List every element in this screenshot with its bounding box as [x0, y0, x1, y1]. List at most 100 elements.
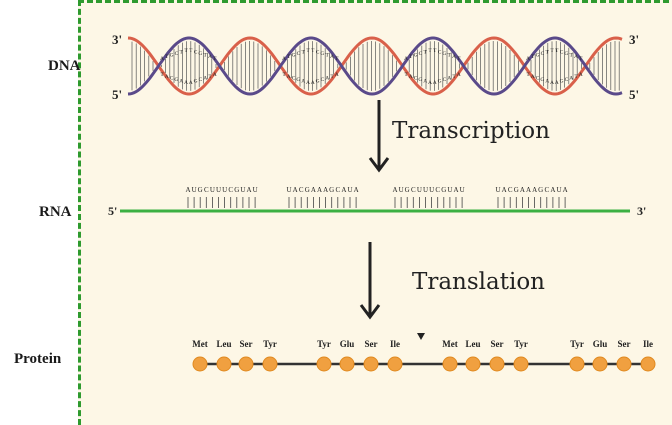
rna-base: U [210, 186, 215, 194]
dna-bottom-base: G [418, 77, 422, 83]
amino-acid-label: Glu [340, 339, 355, 349]
rna-base: A [246, 186, 251, 194]
dna-bottom-base: A [189, 80, 193, 86]
amino-acid-bead [592, 356, 608, 372]
rna-base: G [538, 186, 543, 194]
dna-top-base: G [536, 53, 540, 59]
dna-bottom-base: T [526, 72, 530, 78]
arrow-head [368, 157, 390, 173]
rna-base: U [417, 186, 422, 194]
rna-base: A [317, 186, 322, 194]
rna-base: A [502, 186, 507, 194]
rna-base: A [563, 186, 568, 194]
dna-bottom-base: A [335, 72, 339, 78]
rna-base: U [253, 186, 258, 194]
amino-acid-label: Ile [390, 339, 400, 349]
dna-bottom-base: A [555, 80, 559, 86]
dna-bottom-base: G [194, 79, 198, 85]
rna-base: C [508, 186, 513, 194]
amino-acid-label: Leu [465, 339, 480, 349]
amino-acid-bead [339, 356, 355, 372]
rna-base: A [392, 186, 397, 194]
rna-base: U [429, 186, 434, 194]
rna-base: G [198, 186, 203, 194]
dna-end-right-top: 3' [629, 32, 639, 47]
dna-bottom-base: T [282, 72, 286, 78]
dna-top-base: C [194, 49, 198, 55]
dna-bottom-base: A [579, 72, 583, 78]
dna-bottom-base: A [165, 74, 169, 80]
dna-top-base: A [282, 56, 286, 62]
dna-strand-purple [127, 36, 623, 96]
dna-bottom-base: C [565, 77, 569, 83]
rna-base: U [192, 186, 197, 194]
dna-top-base: T [306, 48, 310, 54]
dna-bottom-base: A [428, 80, 432, 86]
rna-base: A [526, 186, 531, 194]
rna-base: G [405, 186, 410, 194]
rna-base: U [222, 186, 227, 194]
protein-label: Protein [14, 351, 62, 367]
amino-acid-bead [616, 356, 632, 372]
transcription-label: Transcription [392, 118, 550, 144]
dna-top-base: T [555, 48, 559, 54]
dna-top-base: T [184, 48, 188, 54]
transcription-arrow [368, 100, 390, 173]
amino-acid-bead [216, 356, 232, 372]
rna-base: U [216, 186, 221, 194]
amino-acid-bead [489, 356, 505, 372]
dna-top-base: T [428, 48, 432, 54]
dna-bottom-base: A [423, 79, 427, 85]
dna-top-base: T [531, 54, 535, 60]
amino-acid-label: Tyr [514, 339, 528, 349]
amino-acid-label: Ser [365, 339, 378, 349]
dna-bottom-base: T [404, 72, 408, 78]
rna-base: G [514, 186, 519, 194]
dna-top-base: T [550, 48, 554, 54]
dna-top-base: C [541, 51, 545, 57]
dna-top-base: T [433, 48, 437, 54]
dna-end-right-bottom: 5' [629, 87, 639, 102]
rna-base: C [228, 186, 233, 194]
amino-acid-bead [363, 356, 379, 372]
arrow-head [359, 304, 381, 320]
amino-acid-bead [640, 356, 656, 372]
translation-arrow [359, 242, 381, 320]
rna-base: U [556, 186, 561, 194]
dna-bottom-base: A [457, 72, 461, 78]
amino-acid-bead [513, 356, 529, 372]
dna-top-base: T [180, 49, 184, 55]
translation-label: Translation [412, 269, 545, 295]
dna-top-base: C [175, 51, 179, 57]
dna-top-base: T [311, 48, 315, 54]
dna-bottom-base: A [409, 74, 413, 80]
rna-base: G [329, 186, 334, 194]
amino-acid-bead [238, 356, 254, 372]
dna-top-base: G [414, 53, 418, 59]
dna-top-base: A [330, 54, 334, 60]
dna-bottom-base: G [438, 79, 442, 85]
dna-bottom-base: A [306, 80, 310, 86]
amino-acid-bead [192, 356, 208, 372]
amino-acid-label: Ser [491, 339, 504, 349]
dna-bottom-base: A [325, 75, 329, 81]
dna-bottom-base: G [316, 79, 320, 85]
dna-bottom-base: A [447, 75, 451, 81]
dna-top-base: A [160, 56, 164, 62]
rna-base: A [341, 186, 346, 194]
dna-top-base: T [546, 49, 550, 55]
dna-bottom-base: A [569, 75, 573, 81]
dna-top-base: G [320, 51, 324, 57]
dna-top-base: T [448, 53, 452, 59]
dna-bottom-base: C [170, 75, 174, 81]
rna-base: G [234, 186, 239, 194]
amino-acid-label: Met [192, 339, 208, 349]
rna-end-right: 3' [637, 204, 646, 218]
dna-top-base: G [564, 51, 568, 57]
amino-acid-label: Glu [593, 339, 608, 349]
rna-base: A [550, 186, 555, 194]
dna-bottom-base: C [292, 75, 296, 81]
